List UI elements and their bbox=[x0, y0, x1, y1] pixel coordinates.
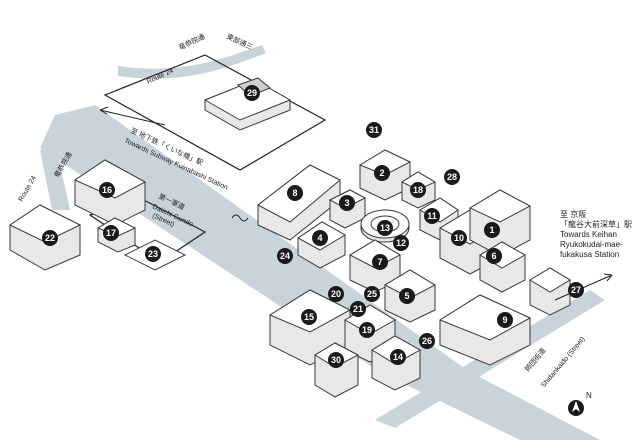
building-marker-15[interactable]: 15 bbox=[301, 309, 317, 325]
keihan-line2: 「龍谷大前深草」駅 bbox=[560, 220, 632, 229]
marker-number: 2 bbox=[379, 168, 384, 178]
marker-number: 13 bbox=[380, 223, 390, 233]
building-marker-25[interactable]: 25 bbox=[364, 286, 380, 302]
marker-number: 25 bbox=[367, 289, 377, 299]
marker-number: 24 bbox=[280, 251, 290, 261]
road-break-mark bbox=[231, 214, 249, 222]
marker-number: 7 bbox=[377, 257, 382, 267]
building-marker-28[interactable]: 28 bbox=[444, 169, 460, 185]
building-marker-16[interactable]: 16 bbox=[99, 182, 115, 198]
marker-number: 28 bbox=[447, 172, 457, 182]
building-marker-21[interactable]: 21 bbox=[350, 301, 366, 317]
building-marker-2[interactable]: 2 bbox=[374, 165, 390, 181]
building-marker-10[interactable]: 10 bbox=[451, 230, 467, 246]
marker-number: 16 bbox=[102, 185, 112, 195]
marker-number: 15 bbox=[304, 312, 314, 322]
marker-number: 19 bbox=[362, 325, 372, 335]
daiichi-road bbox=[150, 182, 238, 224]
building-9 bbox=[438, 294, 532, 366]
building-marker-13[interactable]: 13 bbox=[377, 220, 393, 236]
building-marker-4[interactable]: 4 bbox=[312, 230, 328, 246]
marker-number: 27 bbox=[571, 285, 581, 295]
keihan-line4: Ryukokudai-mae- bbox=[560, 240, 623, 249]
building-marker-24[interactable]: 24 bbox=[277, 248, 293, 264]
marker-number: 1 bbox=[489, 225, 494, 235]
building-marker-23[interactable]: 23 bbox=[145, 246, 161, 262]
building-30 bbox=[314, 342, 360, 398]
marker-number: 11 bbox=[427, 211, 437, 221]
keihan-destination: 至 京阪 「龍谷大前深草」駅 Towards Keihan Ryukokudai… bbox=[560, 210, 632, 260]
building-1 bbox=[468, 189, 532, 257]
marker-number: 4 bbox=[317, 233, 322, 243]
shidankaido-en-label: Shidankaido (Street) bbox=[540, 336, 586, 389]
building-marker-1[interactable]: 1 bbox=[484, 222, 500, 238]
building-marker-3[interactable]: 3 bbox=[339, 195, 355, 211]
building-27 bbox=[529, 267, 571, 316]
marker-number: 10 bbox=[454, 233, 464, 243]
marker-number: 30 bbox=[331, 355, 341, 365]
marker-number: 23 bbox=[148, 249, 158, 259]
route24-west-road bbox=[40, 146, 70, 210]
marker-number: 21 bbox=[353, 304, 363, 314]
subway-arrow-icon bbox=[99, 106, 166, 126]
building-marker-7[interactable]: 7 bbox=[372, 254, 388, 270]
building-marker-27[interactable]: 27 bbox=[568, 282, 584, 298]
marker-number: 3 bbox=[344, 198, 349, 208]
building-marker-9[interactable]: 9 bbox=[497, 312, 513, 328]
keihan-line5: fukakusa Station bbox=[560, 250, 620, 259]
route24-north-road bbox=[118, 45, 266, 79]
building-marker-31[interactable]: 31 bbox=[366, 122, 382, 138]
building-29 bbox=[203, 77, 292, 131]
marker-number: 18 bbox=[413, 185, 423, 195]
building-marker-30[interactable]: 30 bbox=[328, 352, 344, 368]
marker-number: 31 bbox=[369, 125, 379, 135]
building-marker-12[interactable]: 12 bbox=[393, 235, 409, 251]
marker-number: 29 bbox=[247, 88, 257, 98]
keihan-line1: 至 京阪 bbox=[560, 210, 587, 219]
marker-number: 14 bbox=[393, 352, 403, 362]
route24-north-jp: 竜恭院通 bbox=[177, 32, 206, 52]
building-marker-29[interactable]: 29 bbox=[244, 85, 260, 101]
north-label: N bbox=[586, 391, 592, 400]
marker-number: 8 bbox=[292, 188, 297, 198]
marker-number: 9 bbox=[502, 315, 507, 325]
marker-number: 6 bbox=[491, 251, 496, 261]
building-marker-18[interactable]: 18 bbox=[410, 182, 426, 198]
building-marker-22[interactable]: 22 bbox=[42, 230, 58, 246]
building-marker-11[interactable]: 11 bbox=[424, 208, 440, 224]
building-marker-6[interactable]: 6 bbox=[486, 248, 502, 264]
route24-west-en: Route 24 bbox=[18, 175, 38, 203]
marker-number: 26 bbox=[422, 336, 432, 346]
marker-number: 17 bbox=[106, 228, 116, 238]
building-marker-8[interactable]: 8 bbox=[287, 185, 303, 201]
marker-number: 12 bbox=[396, 238, 406, 248]
building-marker-19[interactable]: 19 bbox=[359, 322, 375, 338]
building-marker-17[interactable]: 17 bbox=[103, 225, 119, 241]
north-block-outline bbox=[103, 54, 327, 171]
marker-number: 5 bbox=[404, 291, 409, 301]
building-marker-5[interactable]: 5 bbox=[399, 288, 415, 304]
marker-number: 20 bbox=[331, 289, 341, 299]
marker-number: 22 bbox=[45, 233, 55, 243]
keihan-line3: Towards Keihan bbox=[560, 230, 617, 239]
shidankaido-jp-label: 師団街道 bbox=[523, 346, 548, 373]
building-marker-26[interactable]: 26 bbox=[419, 333, 435, 349]
building-marker-14[interactable]: 14 bbox=[390, 349, 406, 365]
building-marker-20[interactable]: 20 bbox=[328, 286, 344, 302]
sanbancho-label: 東部通三 bbox=[225, 32, 254, 52]
north-arrow-icon bbox=[568, 400, 584, 416]
